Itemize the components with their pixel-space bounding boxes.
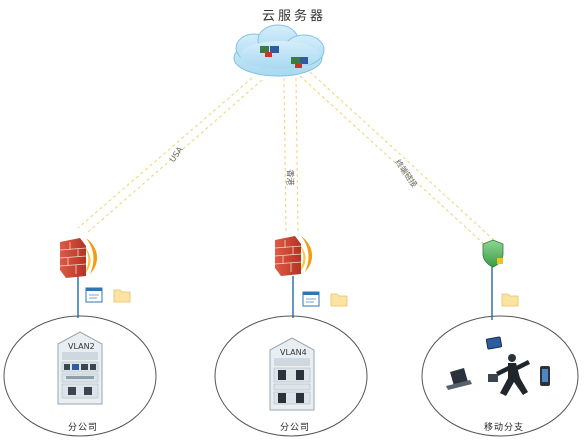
site-name-3: 移动分支: [484, 423, 525, 433]
site-name-1: 分公司: [68, 423, 99, 433]
tablet-icon: [485, 336, 503, 350]
diagram-title: 云服务器: [261, 9, 326, 24]
site-ellipse-2: [214, 315, 368, 437]
shield-icon: [482, 239, 504, 268]
site-name-2: 分公司: [280, 423, 311, 433]
running-person-icon: [488, 354, 530, 396]
link-label-hongkong: 香港: [285, 169, 295, 186]
document-icon: [85, 287, 103, 303]
folder-icon: [501, 293, 519, 307]
firewall-icon: [274, 236, 313, 276]
server-rack-icon: [269, 337, 315, 411]
firewall-icon: [59, 238, 98, 278]
site-ellipse-3: [421, 315, 579, 437]
phone-icon: [540, 366, 550, 386]
laptop-icon: [446, 368, 472, 390]
document-icon: [302, 291, 320, 307]
link-hongkong: [283, 77, 299, 233]
site-ellipse-1: [3, 315, 157, 437]
folder-icon: [113, 289, 131, 303]
cloud-icon: [233, 24, 325, 77]
link-usa: [77, 77, 263, 233]
server-rack-icon: [57, 331, 103, 405]
vlan-label-1: VLAN2: [68, 342, 95, 351]
vlan-label-2: VLAN4: [280, 348, 307, 357]
folder-icon: [330, 293, 348, 307]
